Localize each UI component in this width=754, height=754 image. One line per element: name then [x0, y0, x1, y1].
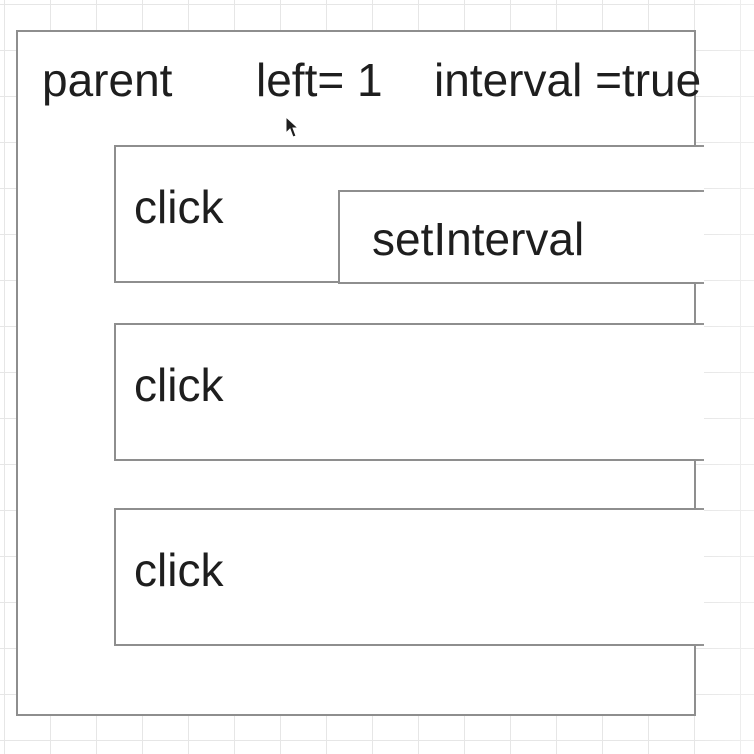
set-interval-box	[338, 190, 704, 284]
interval-state-label: interval =true	[434, 54, 702, 106]
set-interval-label: setInterval	[372, 213, 585, 265]
child-click-box-2[interactable]	[114, 323, 704, 461]
click-label-2: click	[134, 359, 224, 411]
parent-label: parent	[42, 54, 173, 106]
child-click-box-3[interactable]	[114, 508, 704, 646]
left-state-label: left= 1	[256, 54, 383, 106]
click-label-3: click	[134, 544, 224, 596]
mouse-cursor-icon	[285, 116, 300, 138]
click-label-1: click	[134, 181, 224, 233]
